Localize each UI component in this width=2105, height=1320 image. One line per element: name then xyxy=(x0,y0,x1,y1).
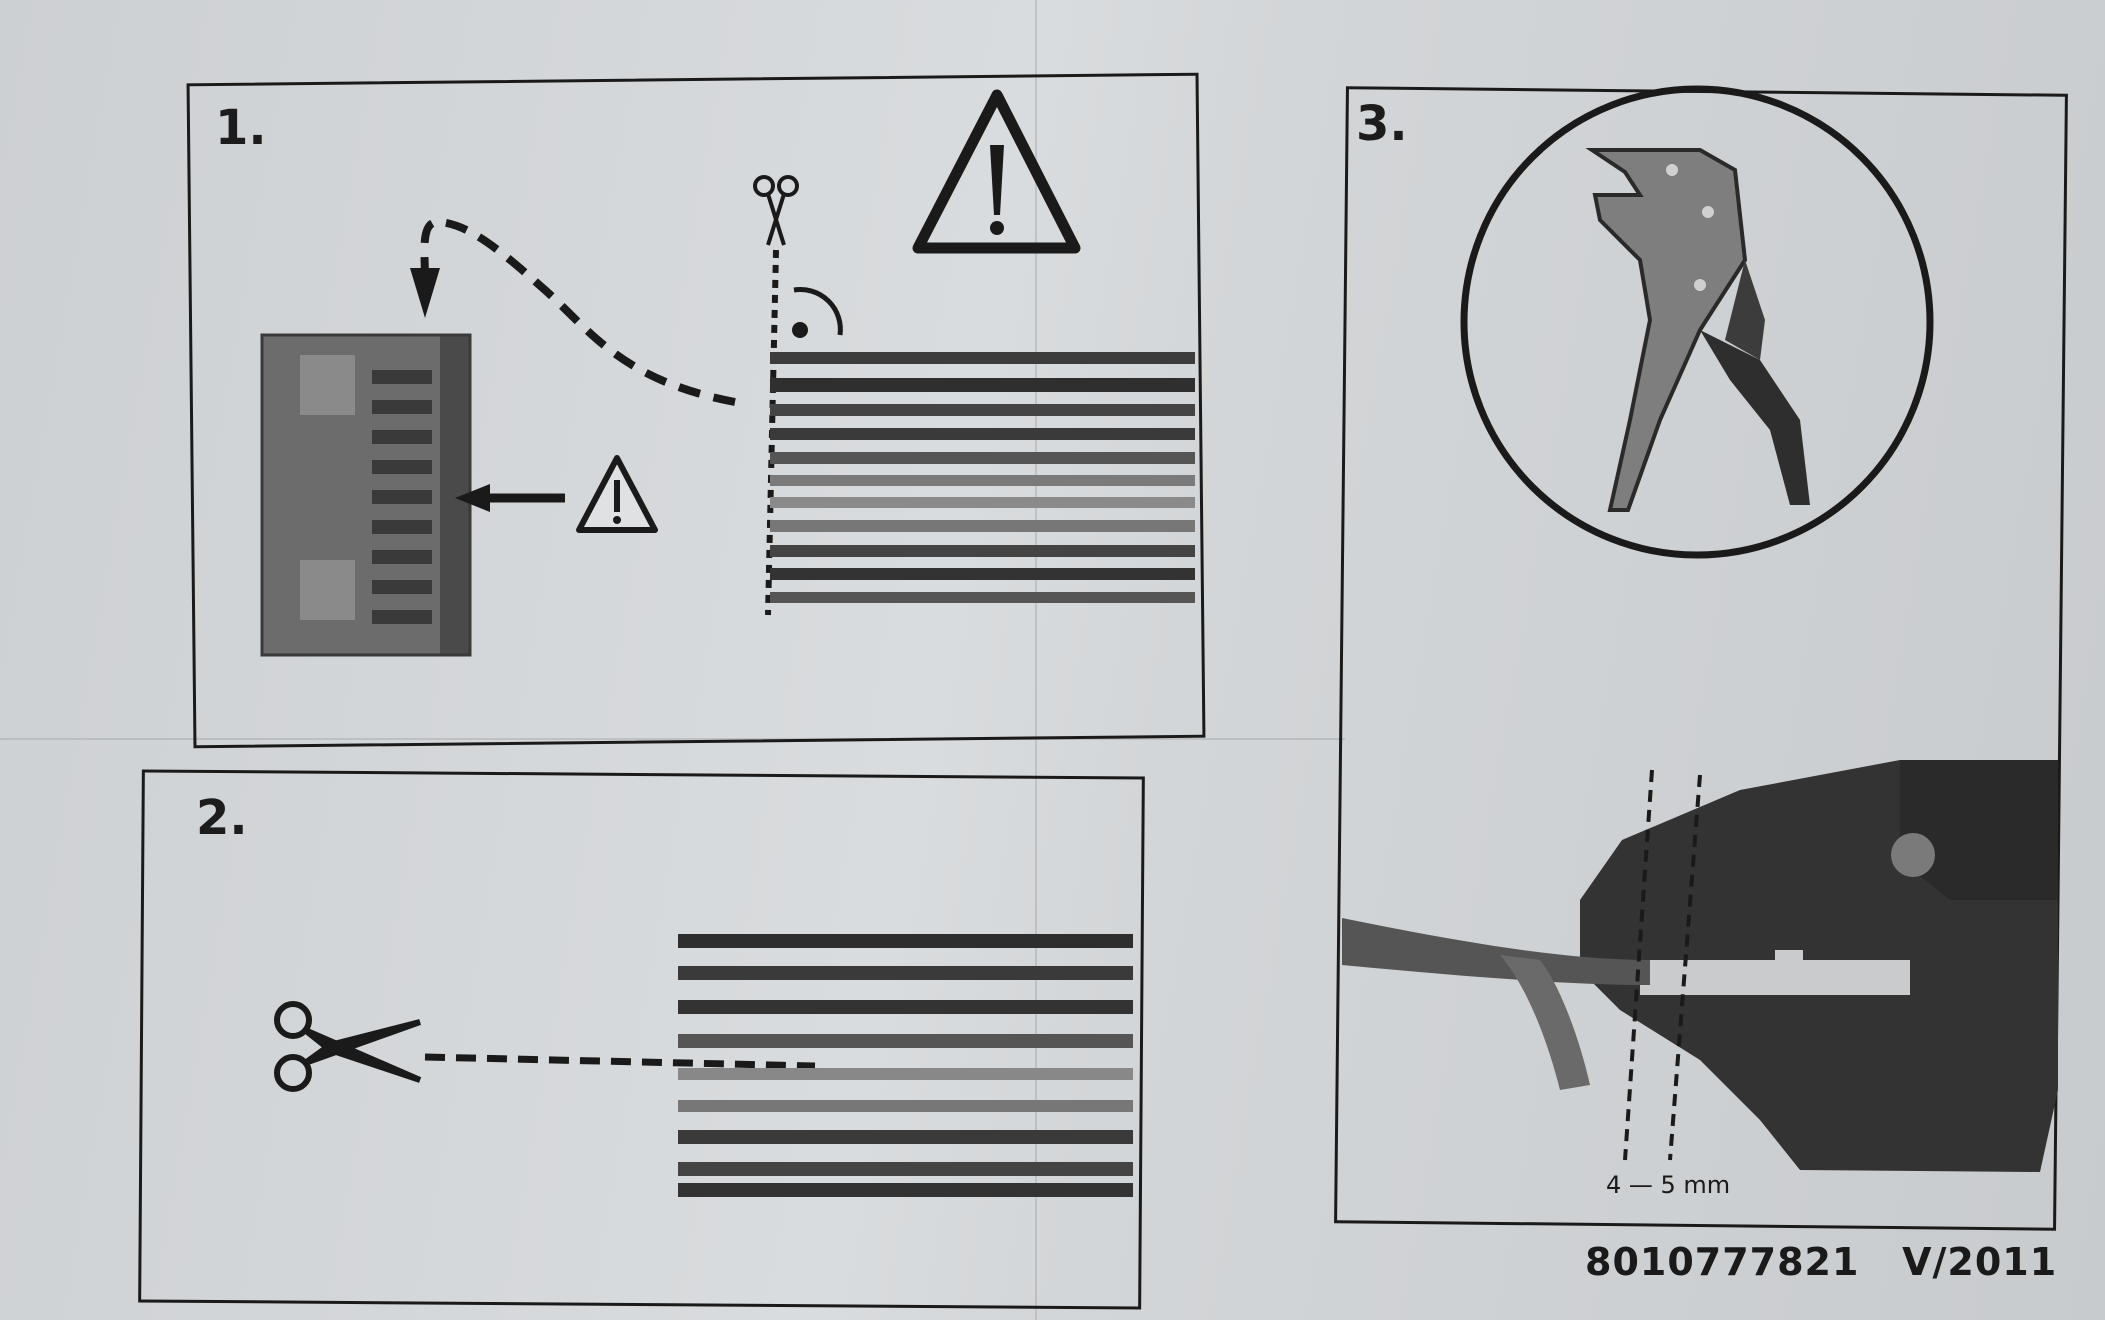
dashed-arrow xyxy=(420,218,736,406)
step-1-number: 1. xyxy=(215,100,267,156)
fold-line-horizontal xyxy=(0,738,1345,740)
fold-line-vertical xyxy=(1035,0,1037,1320)
document-number: 8010777821 xyxy=(1585,1240,1860,1284)
cut-line xyxy=(424,1053,816,1070)
strip-length-label: 4 — 5 mm xyxy=(1606,1171,1731,1199)
ribbon-cable-icon xyxy=(770,352,1195,603)
wire-stripper-closeup xyxy=(1342,760,2058,1172)
wire-stripper-icon xyxy=(1585,148,1810,512)
ribbon-cable-icon-step-2 xyxy=(678,934,1133,1197)
small-warning-triangle-icon xyxy=(576,455,658,533)
document-version: V/2011 xyxy=(1902,1240,2058,1284)
connector-icon xyxy=(260,333,472,657)
scissors-icon xyxy=(753,175,799,246)
warning-triangle-icon xyxy=(912,89,1081,254)
step-3-number: 3. xyxy=(1356,96,1408,152)
detail-circle xyxy=(1460,85,1934,559)
step-2-number: 2. xyxy=(196,790,248,846)
arrow-head xyxy=(410,268,440,318)
scissors-icon-large xyxy=(274,1001,422,1092)
document-code: 8010777821 V/2011 xyxy=(1585,1240,2057,1284)
